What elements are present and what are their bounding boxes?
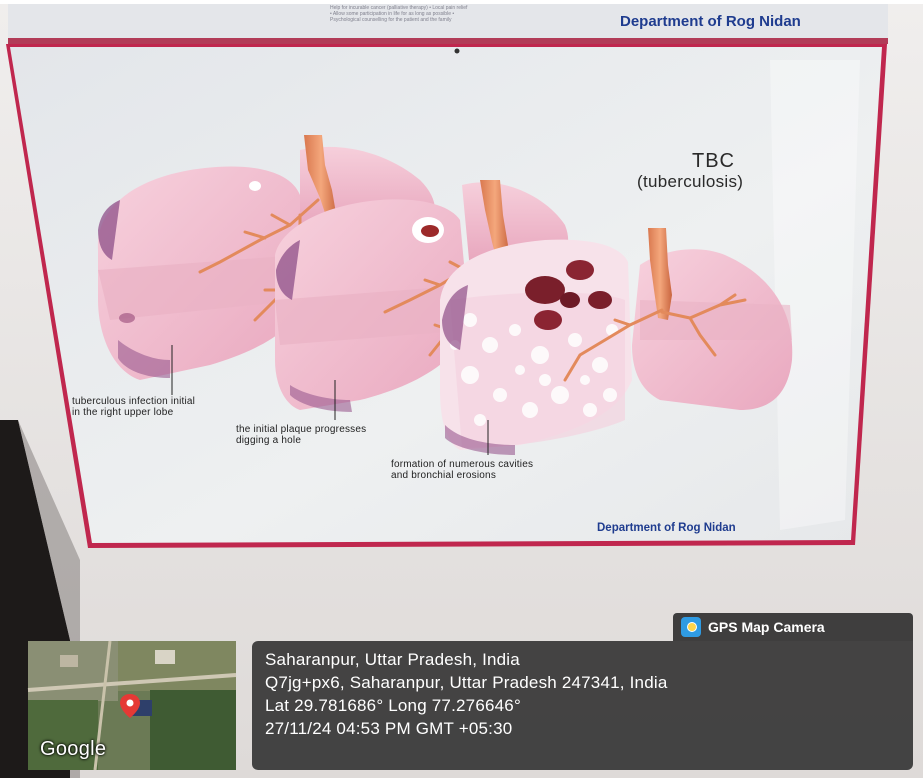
gps-coordinates: Lat 29.781686° Long 77.276646° <box>265 696 521 716</box>
top-white-bar <box>0 0 923 4</box>
annotation-stage-2-line-2: digging a hole <box>236 435 366 446</box>
upper-chart-frame <box>8 38 888 44</box>
upper-chart-fine-print: Help for incurable cancer (palliative th… <box>330 5 470 23</box>
poster-title: TBC <box>692 150 735 173</box>
poster-crease <box>770 60 860 530</box>
annotation-stage-1-line-2: in the right upper lobe <box>72 407 195 418</box>
top-department-label: Department of Rog Nidan <box>620 13 801 30</box>
gps-timestamp: 27/11/24 04:53 PM GMT +05:30 <box>265 719 512 739</box>
gps-address: Q7jg+px6, Saharanpur, Uttar Pradesh 2473… <box>265 673 668 693</box>
gps-camera-icon <box>681 617 701 637</box>
annotation-stage-3-line-1: formation of numerous cavities <box>391 459 533 470</box>
annotation-stage-2-line-1: the initial plaque progresses <box>236 424 366 435</box>
bottom-department-label: Department of Rog Nidan <box>597 522 736 534</box>
annotation-stage-3-line-2: and bronchial erosions <box>391 470 533 481</box>
annotation-stage-3: formation of numerous cavities and bronc… <box>391 459 533 481</box>
poster-pin <box>455 49 460 54</box>
annotation-stage-2: the initial plaque progresses digging a … <box>236 424 366 446</box>
annotation-stage-1-line-1: tuberculous infection initial <box>72 396 195 407</box>
gps-badge-label: GPS Map Camera <box>708 619 825 635</box>
gps-map-camera-badge: GPS Map Camera <box>673 613 913 641</box>
annotation-stage-1: tuberculous infection initial in the rig… <box>72 396 195 418</box>
google-logo: Google <box>40 738 106 761</box>
poster-subtitle: (tuberculosis) <box>637 172 743 192</box>
gps-place: Saharanpur, Uttar Pradesh, India <box>265 650 520 670</box>
